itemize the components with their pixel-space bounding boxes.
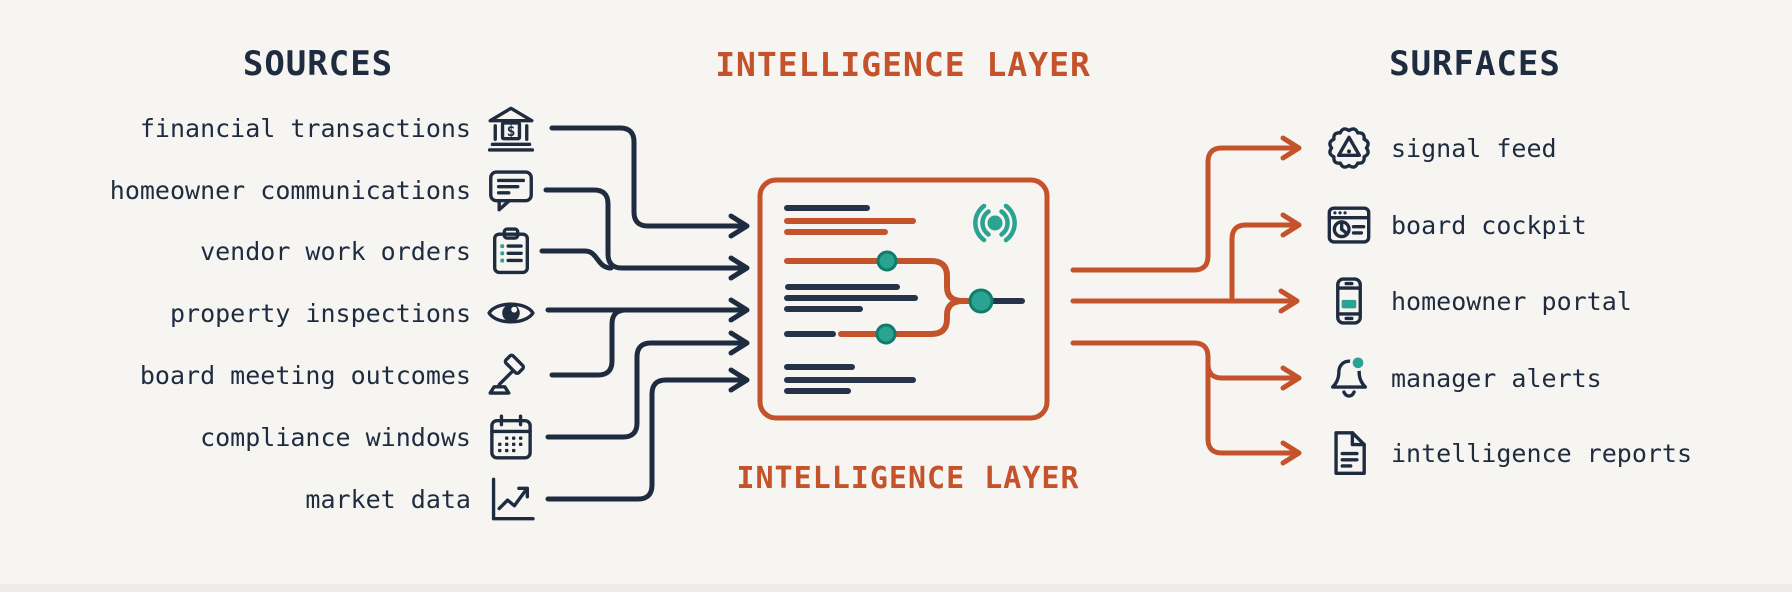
document-lines: [784, 205, 1025, 394]
surface-label: manager alerts: [1391, 363, 1602, 393]
source-label: vendor work orders: [200, 236, 471, 266]
source-row-vendor-work-orders: vendor work orders: [200, 223, 538, 279]
dashboard-window-icon: [1327, 206, 1371, 244]
source-row-market-data: market data: [305, 471, 538, 527]
bell-notification-icon: [1331, 354, 1367, 398]
source-row-financial-transactions: financial transactions $: [140, 100, 538, 156]
surface-row-signal-feed: signal feed: [1322, 120, 1557, 176]
svg-text:$: $: [507, 123, 516, 140]
intelligence-layer-heading-top: INTELLIGENCE LAYER: [715, 45, 1091, 84]
speech-bubble-icon: [489, 170, 533, 212]
surface-row-intelligence-reports: intelligence reports: [1322, 425, 1692, 481]
source-label: compliance windows: [200, 422, 471, 452]
source-label: market data: [305, 484, 471, 514]
calendar-icon: [490, 414, 532, 460]
intelligence-layer-label-bottom: INTELLIGENCE LAYER: [736, 461, 1080, 496]
gavel-icon: [488, 353, 526, 395]
broadcast-icon: [973, 203, 1017, 243]
source-row-property-inspections: property inspections: [170, 285, 538, 341]
source-row-board-meeting-outcomes: board meeting outcomes: [140, 347, 538, 403]
trend-chart-icon: [491, 477, 535, 521]
surface-label: intelligence reports: [1391, 438, 1693, 468]
source-label: board meeting outcomes: [139, 360, 471, 390]
eye-icon: [487, 302, 535, 324]
intelligence-box: [757, 177, 1050, 421]
merge-nodes: [875, 250, 994, 345]
bottom-edge-strip: [0, 584, 1792, 592]
surface-label: homeowner portal: [1391, 286, 1632, 316]
surface-connectors: [1070, 135, 1302, 466]
source-connectors: [539, 125, 750, 502]
clipboard-checklist-icon: [493, 227, 529, 275]
sources-heading: SOURCES: [242, 44, 394, 84]
source-label: property inspections: [169, 298, 471, 328]
source-row-homeowner-communications: homeowner communications: [110, 162, 538, 218]
report-document-icon: [1334, 431, 1366, 475]
surface-label: signal feed: [1391, 133, 1557, 163]
surface-label: board cockpit: [1391, 210, 1587, 240]
source-row-compliance-windows: compliance windows: [200, 409, 538, 465]
bank-icon: $: [487, 106, 535, 152]
surface-row-homeowner-portal: homeowner portal: [1322, 273, 1632, 329]
surface-row-board-cockpit: board cockpit: [1322, 197, 1587, 253]
source-label: homeowner communications: [109, 175, 471, 205]
surfaces-heading: SURFACES: [1389, 44, 1561, 84]
alert-badge-icon: [1328, 127, 1370, 169]
smartphone-icon: [1336, 277, 1362, 325]
source-label: financial transactions: [139, 113, 471, 143]
surface-row-manager-alerts: manager alerts: [1322, 350, 1602, 406]
